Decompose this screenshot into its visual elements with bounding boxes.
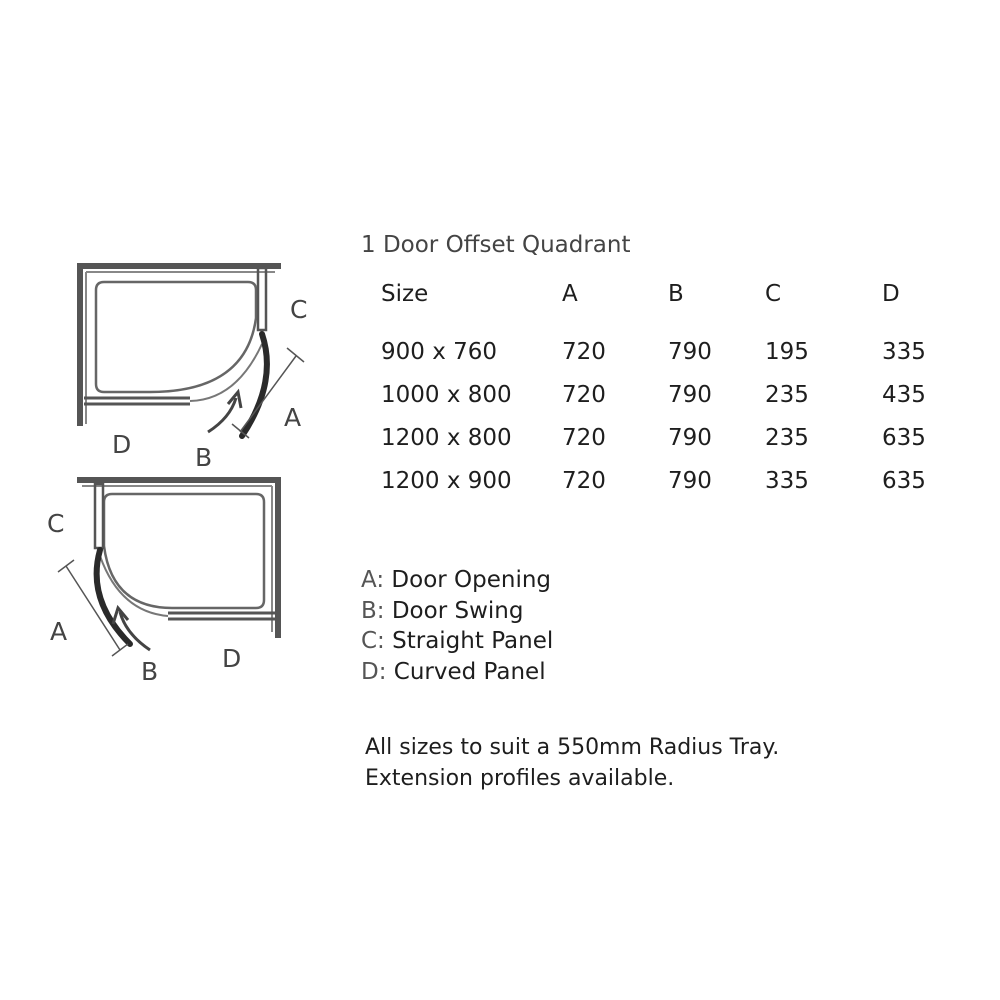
- legend-list: A: Door Opening B: Door Swing C: Straigh…: [361, 565, 553, 687]
- legend-key: A:: [361, 567, 385, 593]
- bottom-wall-frame: [77, 477, 281, 638]
- cell-size: 1200 x 800: [381, 424, 512, 451]
- top-door-panel: [239, 331, 270, 439]
- top-dimension-a: [239, 355, 297, 433]
- bottom-label-d: D: [222, 644, 241, 673]
- top-curved-base: [189, 343, 263, 402]
- bottom-dimension-a: [65, 565, 121, 651]
- header-a: A: [562, 281, 578, 307]
- table-row: 900 x 760 720 790 195 335: [370, 330, 942, 373]
- legend-text: Straight Panel: [392, 628, 554, 654]
- legend-text: Door Swing: [391, 597, 524, 624]
- cell-a: 720: [562, 381, 606, 408]
- legend-item: B: Door Swing: [361, 596, 553, 627]
- bottom-straight-panel: [93, 482, 105, 550]
- cell-a: 720: [562, 424, 606, 451]
- top-swing-arrow: [207, 397, 238, 434]
- bottom-dimension-a-tick: [111, 643, 129, 657]
- cell-d: 635: [882, 467, 926, 494]
- cell-d: 635: [882, 424, 926, 451]
- cell-c: 335: [765, 467, 809, 494]
- top-curved-panel: [84, 396, 190, 406]
- cell-b: 790: [668, 467, 712, 494]
- cell-c: 235: [765, 424, 809, 451]
- top-enclosure-diagram: C A D B: [77, 263, 307, 472]
- table-row: 1200 x 900 720 790 335 635: [370, 459, 942, 502]
- bottom-door-panel: [93, 547, 133, 647]
- note-tray-radius: All sizes to suit a 550mm Radius Tray.: [365, 735, 780, 760]
- cell-size: 1000 x 800: [381, 381, 512, 408]
- bottom-swing-arrow: [118, 611, 151, 652]
- legend-key: B:: [361, 597, 385, 624]
- legend-text: Curved Panel: [393, 658, 546, 685]
- notes: All sizes to suit a 550mm Radius Tray. E…: [365, 732, 779, 794]
- legend-text: Door Opening: [391, 567, 552, 593]
- cell-size: 900 x 760: [381, 338, 498, 365]
- top-label-d: D: [112, 430, 131, 459]
- cell-b: 790: [668, 381, 712, 408]
- legend-item: A: Door Opening: [361, 565, 553, 596]
- cell-d: 435: [882, 381, 926, 408]
- top-tray-outline: [94, 280, 258, 394]
- top-swing-arrowhead: [226, 388, 243, 409]
- legend-item: D: Curved Panel: [361, 657, 553, 688]
- cell-d: 335: [882, 338, 926, 365]
- cell-c: 235: [765, 381, 809, 408]
- bottom-swing-arrowhead: [111, 604, 130, 625]
- header-size: Size: [381, 281, 429, 307]
- table-header-row: Size A B C D: [370, 276, 942, 312]
- top-dimension-a-tick: [286, 347, 305, 363]
- bottom-label-b: B: [141, 657, 158, 686]
- bottom-enclosure-diagram: C A B D: [47, 477, 281, 686]
- cell-b: 790: [668, 424, 712, 451]
- header-b: B: [668, 281, 684, 307]
- cell-b: 790: [668, 338, 712, 365]
- cell-size: 1200 x 900: [381, 467, 512, 494]
- top-label-a: A: [284, 403, 301, 432]
- top-straight-panel: [256, 266, 268, 332]
- header-c: C: [765, 281, 782, 307]
- cell-c: 195: [765, 338, 809, 365]
- table-row: 1200 x 800 720 790 235 635: [370, 416, 942, 459]
- size-table: Size A B C D 900 x 760 720 790 195 335 1…: [370, 276, 942, 502]
- bottom-label-c: C: [47, 509, 64, 538]
- bottom-tray-outline: [102, 492, 266, 610]
- legend-key: D:: [361, 658, 387, 685]
- top-dimension-a-tick: [231, 423, 250, 439]
- top-label-b: B: [195, 443, 212, 472]
- bottom-curved-base: [99, 555, 169, 617]
- bottom-dimension-a-tick: [57, 559, 75, 573]
- bottom-label-a: A: [50, 617, 67, 646]
- cell-a: 720: [562, 467, 606, 494]
- bottom-curved-panel: [168, 611, 276, 621]
- table-row: 1000 x 800 720 790 235 435: [370, 373, 942, 416]
- header-d: D: [882, 281, 900, 307]
- note-extension-profiles: Extension profiles available.: [365, 766, 675, 791]
- cell-a: 720: [562, 338, 606, 365]
- legend-item: C: Straight Panel: [361, 626, 553, 657]
- product-title: 1 Door Offset Quadrant: [361, 232, 631, 258]
- legend-key: C:: [361, 628, 385, 654]
- top-label-c: C: [290, 295, 307, 324]
- top-wall-frame: [77, 263, 281, 426]
